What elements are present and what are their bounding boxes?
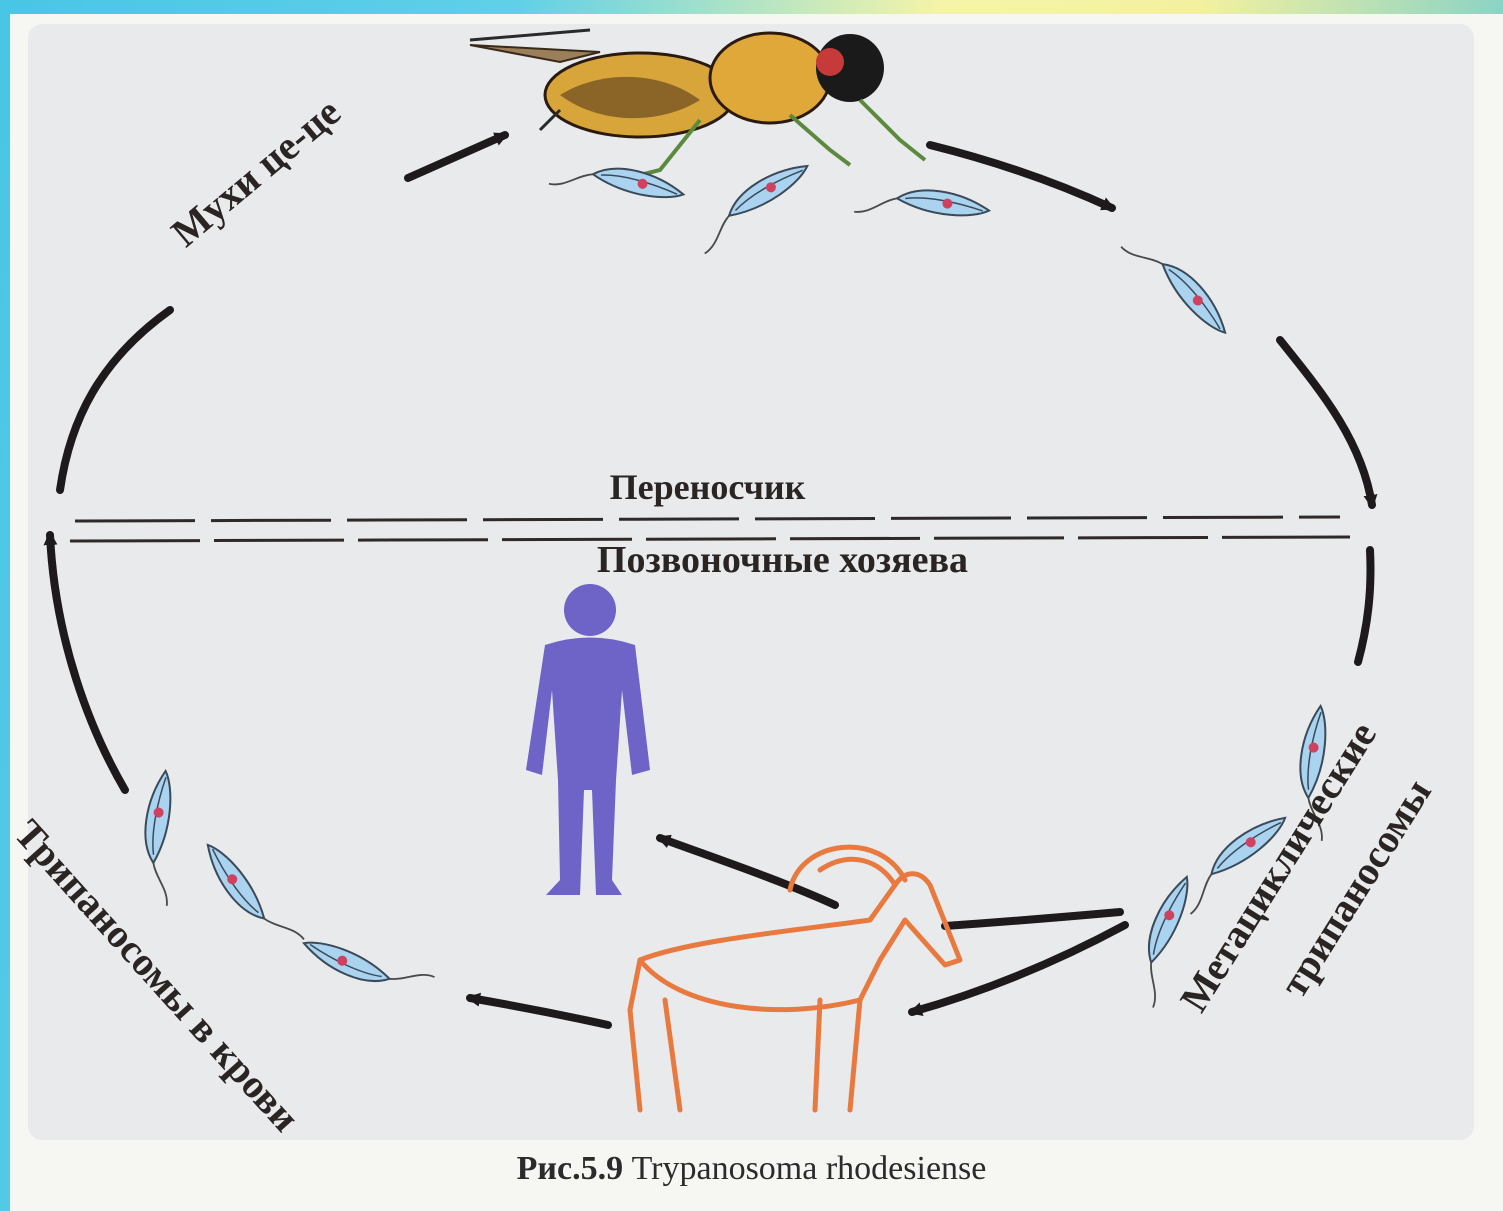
arrow-to-human: [660, 838, 835, 905]
arrow-to-fly: [408, 135, 505, 178]
figure-caption: Рис.5.9 Trypanosoma rhodesiense: [0, 1150, 1503, 1188]
arrow-left-upper: [60, 310, 170, 490]
human-silhouette-icon: [526, 584, 650, 895]
arrow-metacyclic-to-antelope-lower: [912, 925, 1125, 1012]
label-vertebrate-hosts: Позвоночные хозяева: [0, 538, 1503, 582]
arrow-metacyclic-to-antelope: [945, 912, 1120, 926]
figure-species: Trypanosoma rhodesiense: [632, 1150, 987, 1187]
arrow-antelope-to-blood: [470, 998, 608, 1025]
label-vector: Переносчик: [0, 466, 1415, 508]
figure-number: Рис.5.9: [517, 1150, 623, 1187]
tsetse-fly-icon: [470, 30, 925, 175]
